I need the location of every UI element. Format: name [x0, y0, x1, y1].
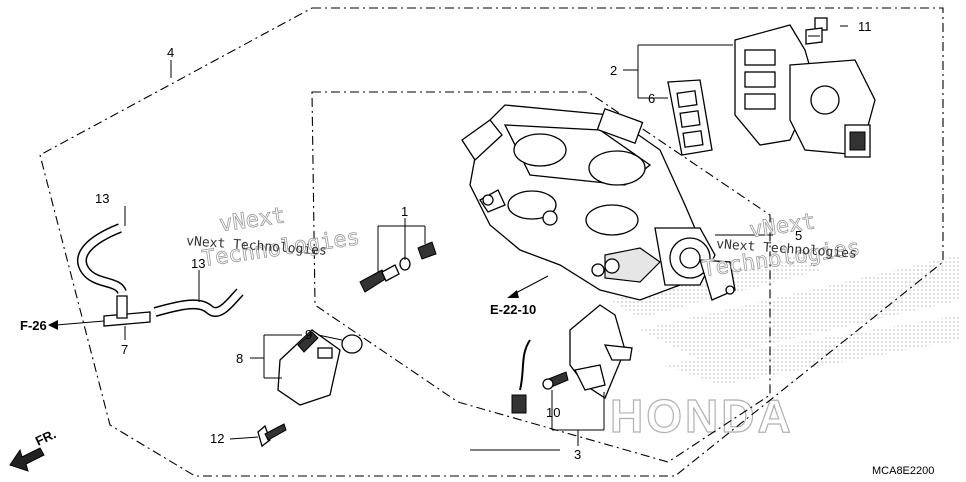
watermark-left: vNext Technologies: [200, 203, 362, 273]
callout-9: 9: [305, 327, 312, 342]
gasket: [667, 79, 713, 156]
callout-8: 8: [236, 351, 243, 366]
f26-arrowhead: [48, 320, 58, 330]
joint-7: [103, 295, 151, 327]
callout-13-upper: 13: [95, 191, 109, 206]
leader-lines: [55, 25, 848, 451]
throttle-body: [461, 104, 736, 301]
ref-f26: F-26: [20, 318, 47, 333]
watermark-left-line1: vNext: [218, 203, 287, 237]
e2210-arrowhead: [507, 290, 519, 298]
callout-12: 12: [210, 431, 224, 446]
adjust-screw-set: [359, 241, 437, 293]
callout-1: 1: [401, 204, 408, 219]
callout-2: 2: [610, 63, 617, 78]
callout-10: 10: [546, 405, 560, 420]
bolt-12: [257, 423, 287, 448]
bolt-11: [805, 17, 828, 45]
screw-10: [542, 371, 569, 390]
callout-13-lower: 13: [191, 256, 205, 271]
o-ring-9: [341, 334, 363, 354]
diagram-code: MCA8E2200: [872, 465, 934, 477]
callout-5: 5: [795, 228, 802, 243]
assembly-outline-4: [39, 7, 944, 477]
hose-13-lower: [153, 288, 244, 317]
idle-air-control-valve: [734, 24, 876, 158]
honda-brand-text: HONDA: [610, 390, 794, 442]
hose-13-upper: [76, 223, 127, 295]
front-direction-arrow: [9, 447, 45, 472]
sensor-bracket: [511, 304, 633, 414]
ref-e2210: E-22-10: [490, 302, 536, 317]
front-label: FR.: [33, 426, 58, 448]
map-sensor: [277, 329, 341, 406]
assembly-outline-5: [311, 91, 771, 463]
callout-7: 7: [121, 342, 128, 357]
callout-3: 3: [574, 447, 581, 462]
callout-4: 4: [167, 45, 174, 60]
watermark-right-line1: vNext: [748, 209, 817, 243]
callout-6: 6: [648, 91, 655, 106]
callout-11: 11: [858, 19, 872, 34]
